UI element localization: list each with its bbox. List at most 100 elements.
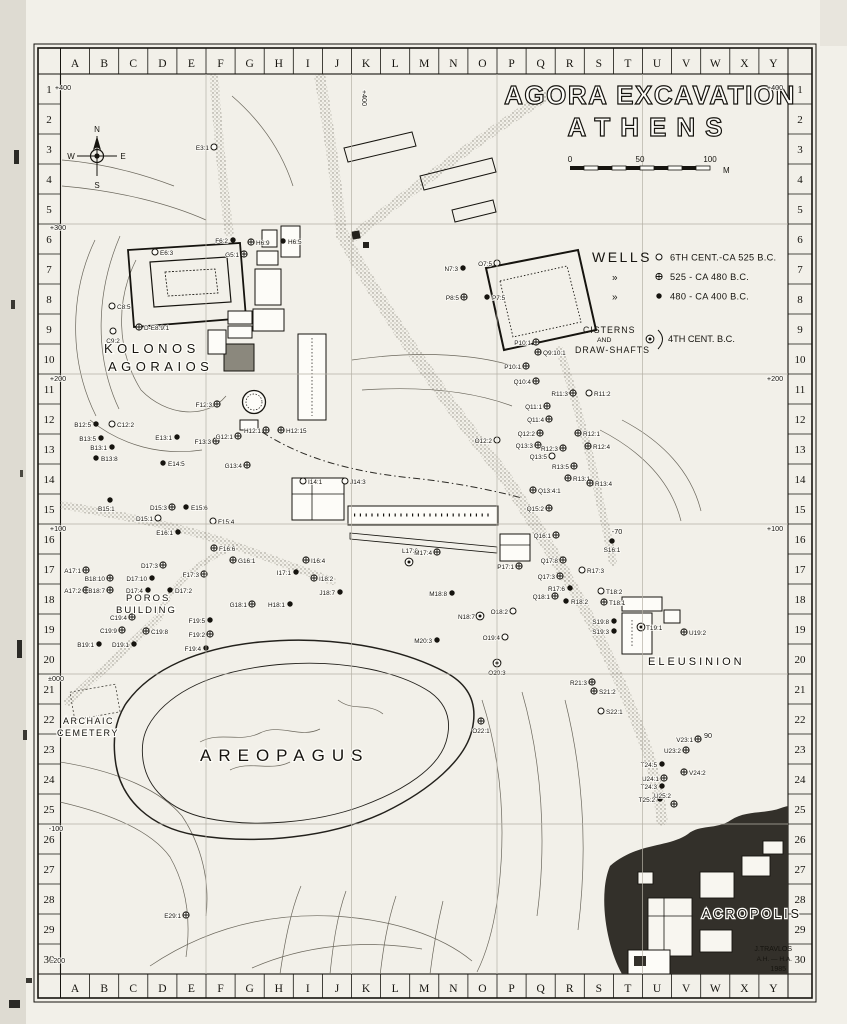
well-label: R11:2 <box>594 391 611 398</box>
well-label: Q13:5 <box>530 454 548 461</box>
legend-ditto-mark: » <box>612 273 618 284</box>
well-N7:3: N7:3 <box>444 265 466 274</box>
grid-coordinates: AABBCCDDEEFFGGHHIIJJKKLLMMNNOOPPQQRRSSTT… <box>38 48 812 998</box>
well-I18:2: I18:2 <box>310 574 334 584</box>
grid-number: 3 <box>797 144 803 156</box>
well-R13:4: R13:4 <box>586 479 613 489</box>
scale-hundred-label: 100 <box>703 155 717 164</box>
grid-letter: J <box>335 983 340 995</box>
well-label: S19:3 <box>592 629 609 636</box>
well-label: H12:15 <box>286 428 307 435</box>
grid-letter: D <box>158 58 166 70</box>
grid-letter: U <box>653 983 662 995</box>
well-Q16:1: Q16:1 <box>533 531 560 541</box>
grid-number: 12 <box>44 414 55 426</box>
grid-letter: K <box>362 983 371 995</box>
well-T25:2: T25:2 <box>638 796 663 805</box>
grid-letter: E <box>188 983 195 995</box>
well-label: P7:5 <box>492 295 506 302</box>
well-Q15:2: Q15:2 <box>526 504 553 514</box>
place-label-eleusinion: ELEUSINION <box>648 656 745 668</box>
well-label: J14:3 <box>350 479 366 486</box>
well-label: T24:5 <box>641 762 658 769</box>
elevation-label: +300 <box>50 223 66 232</box>
grid-letter: N <box>449 58 458 70</box>
well-label: D15:1 <box>136 516 153 523</box>
well-F15:4: F15:4 <box>209 517 236 527</box>
well-C8:5: C8:5 <box>108 302 132 312</box>
well-R13:5: R13:5 <box>551 462 578 472</box>
well-P10:1: P10:1 <box>503 362 530 372</box>
elevation-label: +400 <box>360 90 369 106</box>
well-label: R12:4 <box>593 444 610 451</box>
grid-number: 7 <box>797 264 803 276</box>
well-label: Q10:4 <box>514 379 532 386</box>
well-T19:1: T19:1 <box>636 622 664 633</box>
well-Q17:3: Q17:3 <box>537 572 564 582</box>
well-label: F19:2 <box>189 632 206 639</box>
well-label: D-E8:9:1 <box>144 325 170 332</box>
well-label: E13:1 <box>155 435 172 442</box>
well-R13:1: R13:1 <box>564 474 591 484</box>
well-label: E15:6 <box>191 505 208 512</box>
grid-letter: H <box>275 983 283 995</box>
well-label: Q9:10:1 <box>543 350 566 357</box>
well-C9:2: C9:2 <box>105 327 121 346</box>
well-label: Q17:8 <box>541 558 559 565</box>
well-label: U24:1 <box>642 776 659 783</box>
well-label: L17:6 <box>402 548 418 555</box>
well-R17:6: R17:6 <box>547 585 573 594</box>
grid-letter: M <box>419 58 429 70</box>
grid-letter: L <box>392 58 399 70</box>
well-label: P17:1 <box>497 564 514 571</box>
well-Q13:3: Q13:3 <box>515 441 542 451</box>
well-G18:1: G18:1 <box>229 600 256 610</box>
well-T24:5: T24:5 <box>640 761 665 770</box>
grid-number: 3 <box>46 144 52 156</box>
grid-letter: P <box>508 983 514 995</box>
grid-letter: R <box>566 983 574 995</box>
grid-number: 23 <box>44 744 56 756</box>
well-U24:1: U24:1 <box>641 774 668 784</box>
well-label: E14:5 <box>168 461 185 468</box>
well-label: R13:1 <box>573 476 590 483</box>
well-C19:4: C19:4 <box>109 613 136 623</box>
grid-number: 7 <box>46 264 52 276</box>
legend-cisterns-line1: CISTERNS <box>583 325 635 335</box>
well-G13:4: G13:4 <box>224 461 251 471</box>
well-label: T25:2 <box>639 797 656 804</box>
well-D17:3: D17:3 <box>140 561 167 571</box>
well-O18:2: O18:2 <box>490 607 517 617</box>
well-label: R12:3 <box>541 446 558 453</box>
well-label: E29:1 <box>164 913 181 920</box>
grid-number: 27 <box>795 864 807 876</box>
grid-number: 8 <box>46 294 52 306</box>
well-T18:1: T18:1 <box>600 598 627 608</box>
well-H12:15: H12:15 <box>277 426 308 436</box>
well-J18:7: J18:7 <box>319 589 343 598</box>
well-B12:5: B12:5 <box>73 421 99 430</box>
well-I17:1: I17:1 <box>276 569 299 578</box>
elevation-label: +200 <box>50 374 66 383</box>
well-B15:1: B15:1 <box>97 497 116 514</box>
well-C12:2: C12:2 <box>108 420 135 430</box>
grid-letter: C <box>129 983 137 995</box>
grid-number: 14 <box>795 474 807 486</box>
well-L17:6: L17:6 <box>401 547 419 567</box>
well-Q18:1: Q18:1 <box>532 592 559 602</box>
well-D19:1: D19:1 <box>111 641 137 650</box>
grid-number: 1 <box>797 84 803 96</box>
grid-number: 27 <box>44 864 56 876</box>
well-label: Q16:1 <box>534 533 552 540</box>
place-label-kolonos: KOLONOS <box>104 341 200 356</box>
well-H6:5: H6:5 <box>280 238 303 247</box>
grid-letter: T <box>624 58 631 70</box>
well-label: F15:4 <box>218 519 235 526</box>
well-G5:1: G5:1 <box>224 250 248 260</box>
well-label: O19:4 <box>483 635 501 642</box>
grid-number: 16 <box>44 534 56 546</box>
well-label: B18:7 <box>88 588 105 595</box>
well-label: P10:1 <box>514 340 531 347</box>
